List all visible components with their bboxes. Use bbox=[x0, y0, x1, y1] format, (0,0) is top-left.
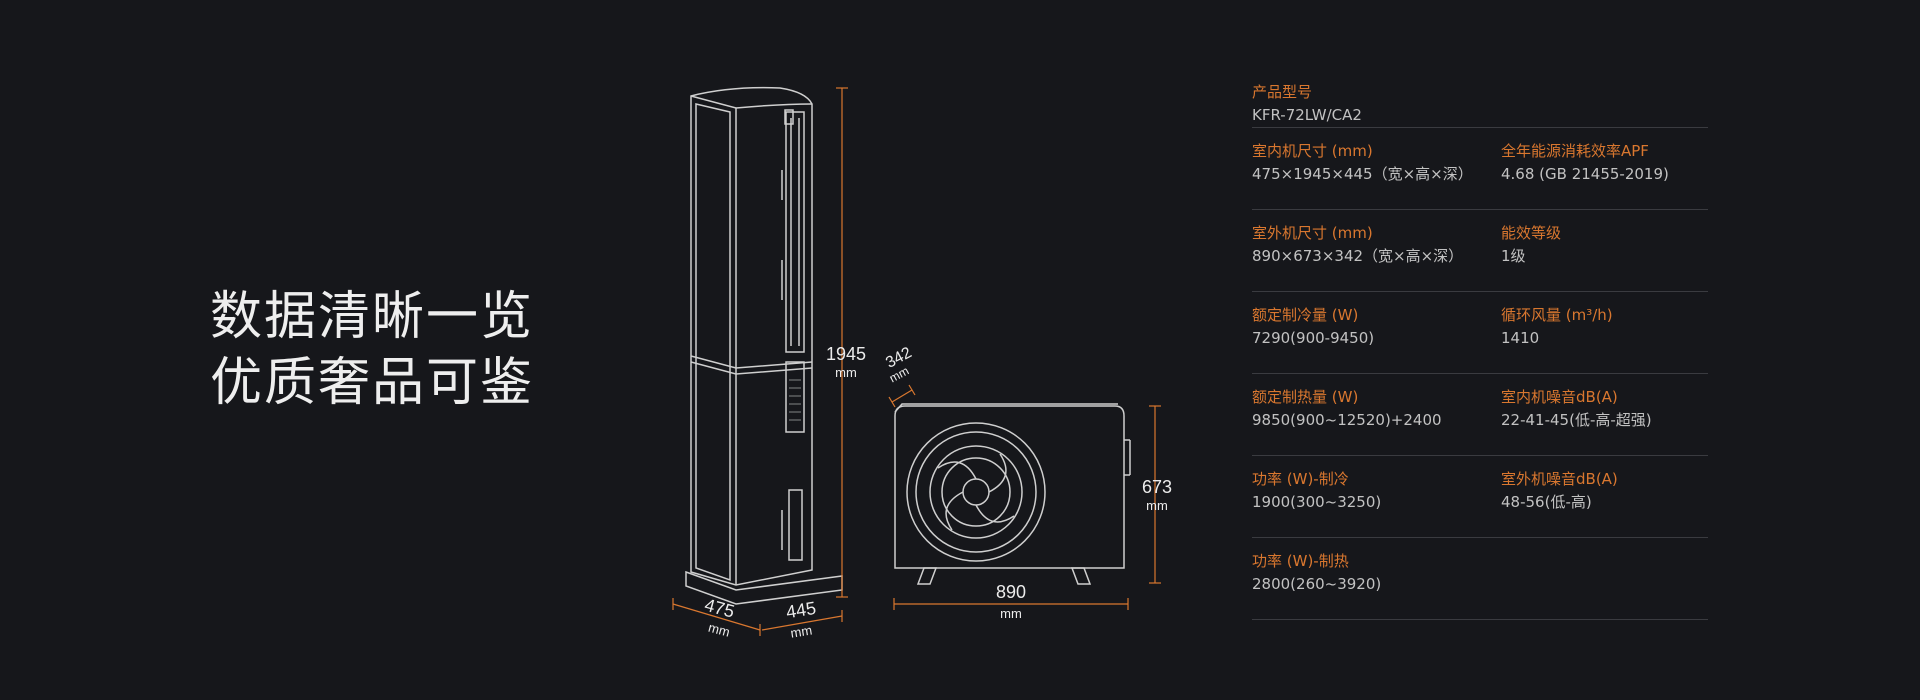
spec-label: 室外机噪音dB(A) bbox=[1501, 470, 1618, 488]
spec-label: 循环风量 (m³/h) bbox=[1501, 306, 1613, 324]
spec-item-airflow: 循环风量 (m³/h) 1410 bbox=[1501, 304, 1613, 349]
outdoor-width-unit: mm bbox=[1000, 606, 1022, 621]
headline-line-1: 数据清晰一览 bbox=[210, 287, 535, 347]
spec-item-model: 产品型号 KFR-72LW/CA2 bbox=[1252, 81, 1362, 126]
headline: 数据清晰一览 优质奢品可鉴 bbox=[210, 284, 534, 416]
spec-value: 4.68 (GB 21455-2019) bbox=[1501, 165, 1669, 183]
spec-item-efficiency-grade: 能效等级 1级 bbox=[1501, 222, 1561, 267]
outdoor-unit-drawing bbox=[894, 403, 1131, 585]
spec-value: 22-41-45(低-高-超强) bbox=[1501, 411, 1652, 429]
indoor-depth-value: 445 bbox=[785, 598, 818, 622]
spec-item-outdoor-noise: 室外机噪音dB(A) 48-56(低-高) bbox=[1501, 468, 1618, 513]
spec-row: 功率 (W)-制热 2800(260~3920) bbox=[1252, 538, 1708, 620]
spec-table: 产品型号 KFR-72LW/CA2 室内机尺寸 (mm) 475×1945×44… bbox=[1252, 72, 1708, 620]
outdoor-height-value: 673 bbox=[1142, 477, 1172, 497]
spec-item-cooling-capacity: 额定制冷量 (W) 7290(900-9450) bbox=[1252, 304, 1374, 349]
spec-label: 额定制热量 (W) bbox=[1252, 388, 1359, 406]
spec-value: 890×673×342（宽×高×深） bbox=[1252, 247, 1464, 265]
headline-line-2: 优质奢品可鉴 bbox=[210, 353, 535, 413]
indoor-base-dimensions bbox=[672, 598, 843, 636]
spec-value: 9850(900~12520)+2400 bbox=[1252, 411, 1442, 429]
outdoor-depth-dimension bbox=[888, 384, 916, 408]
spec-row: 室内机尺寸 (mm) 475×1945×445（宽×高×深） 全年能源消耗效率A… bbox=[1252, 128, 1708, 210]
indoor-depth-unit: mm bbox=[789, 622, 813, 640]
spec-row: 功率 (W)-制冷 1900(300~3250) 室外机噪音dB(A) 48-5… bbox=[1252, 456, 1708, 538]
indoor-width-value: 475 bbox=[702, 595, 736, 622]
spec-value: 48-56(低-高) bbox=[1501, 493, 1592, 511]
indoor-grille-dots bbox=[789, 379, 801, 421]
spec-label: 室内机尺寸 (mm) bbox=[1252, 142, 1373, 160]
spec-item-indoor-size: 室内机尺寸 (mm) 475×1945×445（宽×高×深） bbox=[1252, 140, 1473, 185]
spec-value: 475×1945×445（宽×高×深） bbox=[1252, 165, 1473, 183]
spec-item-heating-power: 功率 (W)-制热 2800(260~3920) bbox=[1252, 550, 1381, 595]
spec-label: 额定制冷量 (W) bbox=[1252, 306, 1359, 324]
spec-label: 产品型号 bbox=[1252, 83, 1313, 101]
spec-label: 能效等级 bbox=[1501, 224, 1562, 242]
spec-value: 1900(300~3250) bbox=[1252, 493, 1382, 511]
spec-row: 产品型号 KFR-72LW/CA2 bbox=[1252, 72, 1708, 128]
outdoor-height-dimension bbox=[1149, 405, 1161, 584]
indoor-height-dimension bbox=[836, 87, 848, 598]
outdoor-width-dimension bbox=[893, 598, 1129, 610]
spec-item-cooling-power: 功率 (W)-制冷 1900(300~3250) bbox=[1252, 468, 1381, 513]
spec-label: 室外机尺寸 (mm) bbox=[1252, 224, 1373, 242]
spec-item-indoor-noise: 室内机噪音dB(A) 22-41-45(低-高-超强) bbox=[1501, 386, 1652, 431]
spec-value: 1级 bbox=[1501, 247, 1526, 265]
spec-row: 额定制冷量 (W) 7290(900-9450) 循环风量 (m³/h) 141… bbox=[1252, 292, 1708, 374]
indoor-width-unit: mm bbox=[707, 620, 732, 640]
spec-row: 室外机尺寸 (mm) 890×673×342（宽×高×深） 能效等级 1级 bbox=[1252, 210, 1708, 292]
spec-label: 全年能源消耗效率APF bbox=[1501, 142, 1649, 160]
spec-label: 功率 (W)-制冷 bbox=[1252, 470, 1349, 488]
outdoor-height-unit: mm bbox=[1146, 498, 1168, 513]
indoor-height-unit: mm bbox=[835, 365, 857, 380]
indoor-height-value: 1945 bbox=[826, 344, 866, 364]
spec-value: 7290(900-9450) bbox=[1252, 329, 1375, 347]
spec-item-heating-capacity: 额定制热量 (W) 9850(900~12520)+2400 bbox=[1252, 386, 1442, 431]
spec-value: KFR-72LW/CA2 bbox=[1252, 106, 1362, 124]
spec-item-outdoor-size: 室外机尺寸 (mm) 890×673×342（宽×高×深） bbox=[1252, 222, 1463, 267]
spec-label: 功率 (W)-制热 bbox=[1252, 552, 1349, 570]
spec-label: 室内机噪音dB(A) bbox=[1501, 388, 1618, 406]
spec-row: 额定制热量 (W) 9850(900~12520)+2400 室内机噪音dB(A… bbox=[1252, 374, 1708, 456]
outdoor-width-value: 890 bbox=[996, 582, 1026, 602]
spec-value: 2800(260~3920) bbox=[1252, 575, 1382, 593]
indoor-unit-drawing bbox=[685, 86, 843, 605]
spec-value: 1410 bbox=[1501, 329, 1540, 347]
spec-item-apf: 全年能源消耗效率APF 4.68 (GB 21455-2019) bbox=[1501, 140, 1669, 185]
